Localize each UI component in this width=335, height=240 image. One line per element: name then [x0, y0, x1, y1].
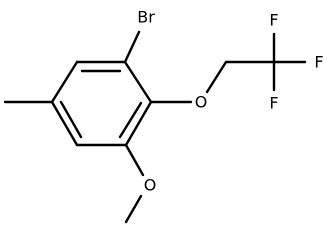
ring-bond-c4-c5 [50, 100, 79, 147]
bromine-label: Br [137, 8, 155, 27]
bond-ring-methoxy-oxygen [124, 143, 145, 177]
ring-bond-c2-c3 [124, 100, 153, 147]
fluorine-top-label: F [269, 11, 278, 30]
fluorine-bottom-label: F [269, 94, 278, 113]
ring-bond-c1-c2 [123, 60, 153, 104]
double-bond-inner-right [118, 101, 143, 139]
bond-ether-oxygen-ch2 [205, 60, 228, 94]
bond-methoxy-oxygen-methyl [124, 194, 143, 224]
ether-oxygen-label: O [195, 93, 208, 112]
double-bond-inner-left [59, 100, 83, 139]
methoxy-oxygen-label: O [144, 176, 157, 195]
fluorine-right-label: F [314, 53, 323, 72]
ring-bond-c5-c6 [50, 60, 79, 104]
bond-ring-bromine [123, 30, 141, 64]
